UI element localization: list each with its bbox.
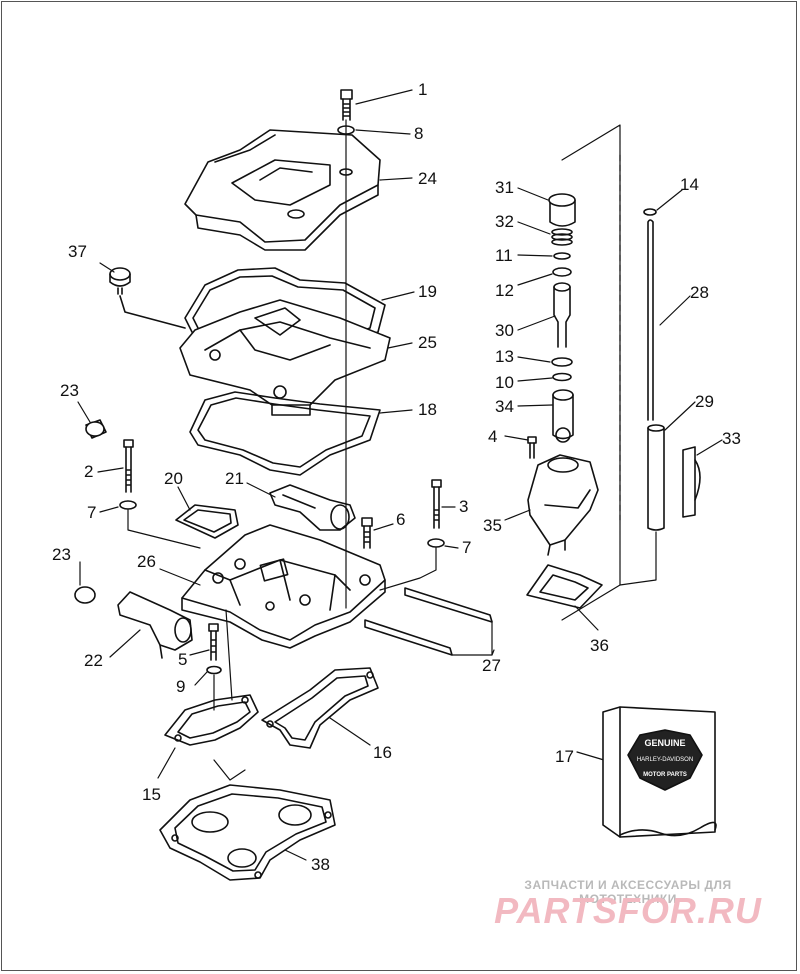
part-29-tube bbox=[647, 424, 665, 531]
part-31-cap bbox=[548, 193, 576, 227]
part-12-o-ring bbox=[552, 267, 572, 277]
part-30-pushrod-tube bbox=[553, 282, 571, 348]
label-28: 28 bbox=[690, 283, 709, 302]
part-11-washer bbox=[553, 252, 571, 260]
part-33-clip bbox=[682, 446, 701, 518]
part-13-o-ring bbox=[551, 357, 573, 367]
label-37: 37 bbox=[68, 242, 87, 261]
label-21: 21 bbox=[225, 469, 244, 488]
part-21-rocker-arm bbox=[269, 484, 356, 531]
part-27-shafts bbox=[364, 587, 493, 656]
label-35: 35 bbox=[483, 516, 502, 535]
part-22-rocker-arm bbox=[117, 591, 193, 659]
label-19: 19 bbox=[418, 282, 437, 301]
part-5-bolt bbox=[208, 623, 219, 661]
label-26: 26 bbox=[137, 552, 156, 571]
part-16-gasket bbox=[261, 667, 379, 749]
part-10-washer bbox=[552, 372, 572, 382]
label-5: 5 bbox=[178, 650, 187, 669]
label-17: 17 bbox=[555, 747, 574, 766]
label-2: 2 bbox=[84, 462, 93, 481]
part-35-lifter-block bbox=[527, 454, 599, 556]
leader-lines bbox=[77, 89, 723, 861]
label-33: 33 bbox=[722, 429, 741, 448]
box-label-motor-parts: MOTOR PARTS bbox=[643, 772, 687, 778]
part-28-pushrod bbox=[647, 219, 654, 421]
part-38-gasket bbox=[159, 784, 336, 881]
label-25: 25 bbox=[418, 333, 437, 352]
part-3-bolt bbox=[431, 479, 442, 529]
part-36-gasket bbox=[526, 564, 603, 609]
label-13: 13 bbox=[495, 347, 514, 366]
label-10: 10 bbox=[495, 373, 514, 392]
label-23-bottom: 23 bbox=[52, 545, 71, 564]
box-label-genuine: GENUINE bbox=[644, 738, 685, 748]
part-14-o-ring bbox=[643, 208, 657, 216]
part-32-spring bbox=[551, 228, 573, 246]
label-20: 20 bbox=[164, 469, 183, 488]
label-1: 1 bbox=[418, 80, 427, 99]
part-2-bolt bbox=[123, 439, 134, 493]
part-1-screw bbox=[340, 89, 353, 121]
label-32: 32 bbox=[495, 212, 514, 231]
label-4: 4 bbox=[488, 427, 497, 446]
part-7-washer-left bbox=[119, 500, 137, 510]
label-38: 38 bbox=[311, 855, 330, 874]
label-11: 11 bbox=[495, 246, 513, 265]
part-9-washer bbox=[206, 665, 222, 675]
part-18-gasket bbox=[189, 391, 381, 476]
label-14: 14 bbox=[680, 175, 699, 194]
watermark-tagline: ЗАПЧАСТИ И АКСЕССУАРЫ ДЛЯ МОТОТЕХНИКИ bbox=[524, 878, 732, 906]
part-7-washer-right bbox=[427, 538, 445, 548]
label-6: 6 bbox=[396, 510, 405, 529]
reference-lines bbox=[127, 119, 657, 781]
label-9: 9 bbox=[176, 677, 185, 696]
part-26-support-plate bbox=[181, 524, 386, 649]
label-36: 36 bbox=[590, 636, 609, 655]
label-12: 12 bbox=[495, 281, 514, 300]
label-18: 18 bbox=[418, 400, 437, 419]
label-30: 30 bbox=[495, 321, 514, 340]
part-15-gasket bbox=[164, 694, 259, 746]
part-6-screw bbox=[361, 517, 373, 549]
part-34-lifter bbox=[552, 389, 574, 443]
part-37-plug bbox=[109, 267, 186, 329]
watermark-logo: PARTSFOR.RU bbox=[494, 890, 762, 931]
label-31: 31 bbox=[495, 178, 514, 197]
label-22: 22 bbox=[84, 651, 103, 670]
part-23-plug-top bbox=[85, 419, 107, 439]
part-24-rocker-cover bbox=[184, 129, 381, 251]
part-20-gasket bbox=[175, 504, 239, 539]
part-4-screw bbox=[527, 436, 537, 459]
label-3: 3 bbox=[459, 497, 468, 516]
label-8: 8 bbox=[414, 124, 423, 143]
label-27: 27 bbox=[482, 656, 501, 675]
part-23-plug-bottom bbox=[74, 586, 96, 604]
label-7-left: 7 bbox=[87, 503, 96, 522]
part-17-box bbox=[602, 706, 717, 838]
label-29: 29 bbox=[695, 392, 714, 411]
label-23-top: 23 bbox=[60, 381, 79, 400]
label-15: 15 bbox=[142, 785, 161, 804]
label-7-right: 7 bbox=[462, 538, 471, 557]
label-34: 34 bbox=[495, 397, 514, 416]
label-24: 24 bbox=[418, 169, 437, 188]
part-25-rocker-housing bbox=[179, 299, 391, 416]
box-label-brand: HARLEY-DAVIDSON bbox=[637, 757, 693, 763]
label-16: 16 bbox=[373, 743, 392, 762]
